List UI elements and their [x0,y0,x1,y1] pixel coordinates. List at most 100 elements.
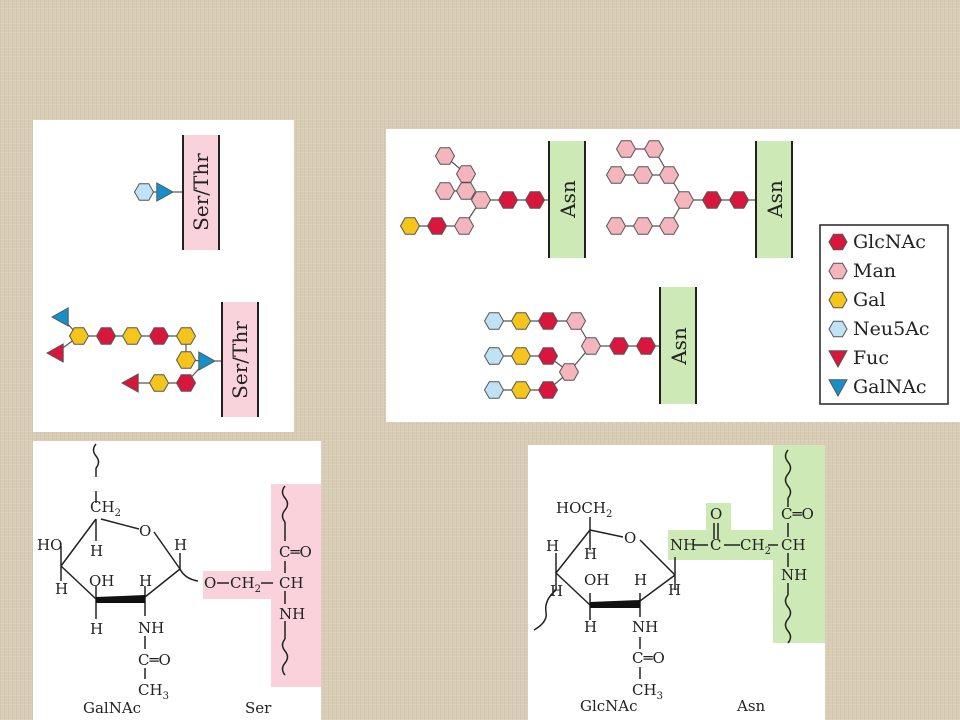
o-bottom-fuc-unit [120,373,139,393]
asn-backbone-highlight [773,445,825,643]
nh-label: NH [138,619,164,637]
nh-label: NH [632,618,658,636]
legend-symbol-galnac [828,379,848,398]
legend-symbol-glcnac [828,233,848,251]
n3-neu5ac-unit [483,381,505,399]
n3-gal-unit [510,347,532,365]
asn-caption: Asn [736,697,766,715]
o-linked-glycan-diagram: Ser/Thr Ser/Thr [45,135,259,417]
n3-glcnac-unit [537,381,559,399]
o-bottom-gal-unit [148,374,170,392]
legend-item-glcnac: GlcNAc [828,231,926,253]
n1-man-unit [470,191,492,209]
legend-item-neu5ac: Neu5Ac [828,318,930,340]
n3-man-unit [580,337,602,355]
o-bottom-fuc-unit [45,343,64,363]
ser-caption: Ser [245,699,272,717]
o-bottom-gal-unit [175,351,197,369]
ring-thick-bond [96,595,145,603]
ch2-label: CH2 [90,498,121,519]
n3-neu5ac-unit [483,312,505,330]
o-bottom-glcnac-unit [95,327,117,345]
o-bottom-gal-unit [121,327,143,345]
n2-man-unit [632,217,654,235]
n3-gal-unit [510,312,532,330]
legend-item-fuc: Fuc [828,347,889,369]
ser-nh-label: NH [279,605,305,623]
n3-gal-unit [510,381,532,399]
carbonyl-label: C═O [138,651,171,669]
o-bottom-galnac-unit [50,307,69,327]
n2-man-unit [658,217,680,235]
o-linked-glycan-panel: Ser/Thr Ser/Thr [33,120,294,432]
ser-thr-highlight-top [183,135,219,250]
ser-thr-anchor-top: Ser/Thr [182,135,220,250]
legend-item-man: Man [828,260,896,282]
ch3-label: CH3 [138,681,169,702]
h-c4-top-label: H [546,537,559,555]
galnac-ser-structure-panel: CH2 O HO H H OH H H H NH C═O CH3 O CH2 C… [33,441,321,720]
asn-label-2: Asn [763,180,787,219]
ring-oxygen-label: O [624,529,636,547]
ser-thr-highlight-bottom [222,302,258,417]
oh-label: OH [584,571,609,589]
n1-man-unit [455,165,477,183]
n3-man-unit [565,312,587,330]
n2-man-unit [673,191,695,209]
n3-glcnac-unit [537,312,559,330]
n2-man-unit [632,166,654,184]
h-c3-label: H [90,620,103,638]
n2-man-unit [605,217,627,235]
legend-symbol-gal [828,291,848,309]
n1-man-unit [453,217,475,235]
ser-carbonyl-label: C═O [279,543,312,561]
carbonyl-label: C═O [632,649,665,667]
o-bottom-glcnac-unit [148,327,170,345]
n3-glcnac-unit [608,337,630,355]
n1-man-unit [434,147,456,165]
o-bottom-galnac-unit [198,351,217,371]
legend-label-fuc: Fuc [853,347,889,369]
legend-symbol-fuc [828,350,848,369]
link-oxygen-label: O [710,505,722,523]
n1-glcnac-unit [524,191,546,209]
n2-glcnac-unit [701,191,723,209]
legend-item-galnac: GalNAc [828,376,927,398]
asn-ch-label: CH [781,536,806,554]
ch3-label: CH3 [632,681,663,702]
n1-man-unit [434,182,456,200]
ser-thr-label-bottom: Ser/Thr [228,321,252,399]
h-c2-label: H [634,571,647,589]
h-c1-label: H [174,536,187,554]
asn-nh-label: NH [781,566,807,584]
glcnac-asn-structure-panel: HOCH2 O H H H OH H H H NH C═O CH3 NH O C… [528,445,825,720]
n2-man-unit [643,140,665,158]
n3-neu5ac-unit [483,347,505,365]
link-ch2-label: CH2 [740,536,771,557]
ser-thr-label-top: Ser/Thr [189,153,213,231]
o-bottom-gal-unit [68,327,90,345]
asn-label-3: Asn [667,327,691,366]
o-bottom-gal-unit [175,327,197,345]
h-c5-label: H [55,580,68,598]
h-c4-label: H [90,542,103,560]
hoch2-label: HOCH2 [556,499,612,520]
legend-label-neu5ac: Neu5Ac [853,318,930,340]
oh-label: OH [89,572,114,590]
legend-label-man: Man [853,260,896,282]
link-carbon-label: C [710,536,721,554]
h-c1-label: H [668,581,681,599]
legend-item-gal: Gal [828,289,886,311]
ring-thick-bond [590,600,640,608]
legend-label-glcnac: GlcNAc [853,231,926,253]
ho-label: HO [37,536,62,554]
link-nh-label: NH [670,536,696,554]
linker-oxygen-label: O [204,574,216,592]
glcnac-caption: GlcNAc [580,697,638,715]
n3-glcnac-unit [635,337,657,355]
legend-label-galnac: GalNAc [853,376,927,398]
asn-label-1: Asn [556,180,580,219]
o-bottom-glcnac-unit [175,374,197,392]
